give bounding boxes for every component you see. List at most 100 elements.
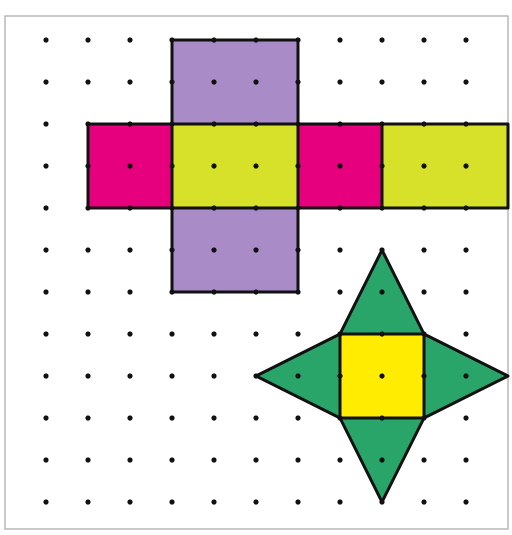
grid-dot [169, 121, 175, 127]
grid-dot [169, 289, 175, 295]
front-face [170, 122, 300, 210]
grid-dot [43, 457, 49, 463]
grid-dot [43, 373, 49, 379]
grid-dot [253, 79, 259, 85]
grid-dot [337, 205, 343, 211]
grid-dot [85, 37, 91, 43]
grid-dot [463, 415, 469, 421]
grid-dot [85, 289, 91, 295]
grid-dot [295, 499, 301, 505]
grid-dot [127, 331, 133, 337]
grid-dot [169, 457, 175, 463]
grid-dot [463, 331, 469, 337]
grid-dot [43, 331, 49, 337]
grid-dot [253, 37, 259, 43]
grid-dot [43, 37, 49, 43]
grid-dot [463, 499, 469, 505]
grid-dot [421, 415, 427, 421]
dot-grid [43, 37, 469, 505]
grid-dot [211, 499, 217, 505]
grid-dot [85, 457, 91, 463]
grid-dot [43, 121, 49, 127]
grid-dot [211, 37, 217, 43]
grid-dot [295, 247, 301, 253]
grid-dot [379, 247, 385, 253]
grid-dot [337, 163, 343, 169]
grid-dot [421, 499, 427, 505]
grid-dot [421, 121, 427, 127]
grid-dot [295, 415, 301, 421]
grid-dot [127, 457, 133, 463]
grid-dot [421, 247, 427, 253]
grid-dot [169, 163, 175, 169]
grid-dot [253, 499, 259, 505]
grid-dot [295, 373, 301, 379]
grid-dot [295, 121, 301, 127]
grid-dot [85, 373, 91, 379]
grid-dot [337, 79, 343, 85]
grid-dot [169, 499, 175, 505]
grid-dot [463, 247, 469, 253]
grid-dot [379, 499, 385, 505]
grid-dot [211, 373, 217, 379]
grid-dot [211, 121, 217, 127]
grid-dot [421, 289, 427, 295]
grid-dot [127, 121, 133, 127]
grid-dot [379, 415, 385, 421]
grid-dot [211, 457, 217, 463]
grid-dot [295, 331, 301, 337]
grid-dot [253, 289, 259, 295]
grid-dot [169, 79, 175, 85]
grid-dot [379, 331, 385, 337]
grid-dot [85, 499, 91, 505]
grid-dot [337, 331, 343, 337]
grid-dot [127, 499, 133, 505]
bottom-face [170, 206, 300, 294]
grid-dot [379, 163, 385, 169]
grid-dot [463, 37, 469, 43]
grid-dot [169, 247, 175, 253]
grid-dot [253, 331, 259, 337]
grid-dot [211, 79, 217, 85]
grid-dot [463, 289, 469, 295]
grid-dot [85, 247, 91, 253]
grid-dot [211, 163, 217, 169]
grid-dot [127, 163, 133, 169]
grid-dot [169, 331, 175, 337]
grid-dot [295, 79, 301, 85]
grid-dot [253, 247, 259, 253]
grid-dot [379, 79, 385, 85]
grid-dot [211, 415, 217, 421]
grid-dot [211, 247, 217, 253]
grid-dot [43, 79, 49, 85]
grid-dot [85, 121, 91, 127]
grid-dot [463, 457, 469, 463]
grid-dot [253, 121, 259, 127]
back-face [380, 122, 510, 210]
grid-dot [85, 331, 91, 337]
grid-dot [253, 457, 259, 463]
grid-dot [463, 121, 469, 127]
grid-dot [211, 205, 217, 211]
grid-dot [85, 205, 91, 211]
grid-dot [421, 373, 427, 379]
grid-dot [463, 163, 469, 169]
grid-dot [295, 289, 301, 295]
grid-dot [85, 163, 91, 169]
grid-dot [127, 247, 133, 253]
grid-dot [379, 373, 385, 379]
grid-dot [169, 415, 175, 421]
grid-dot [421, 457, 427, 463]
grid-dot [253, 205, 259, 211]
grid-dot [295, 205, 301, 211]
grid-dot [337, 415, 343, 421]
grid-dot [43, 499, 49, 505]
grid-dot [295, 457, 301, 463]
grid-dot [295, 37, 301, 43]
grid-dot [169, 205, 175, 211]
grid-dot [421, 205, 427, 211]
grid-dot [127, 37, 133, 43]
grid-dot [127, 415, 133, 421]
grid-dot [295, 163, 301, 169]
